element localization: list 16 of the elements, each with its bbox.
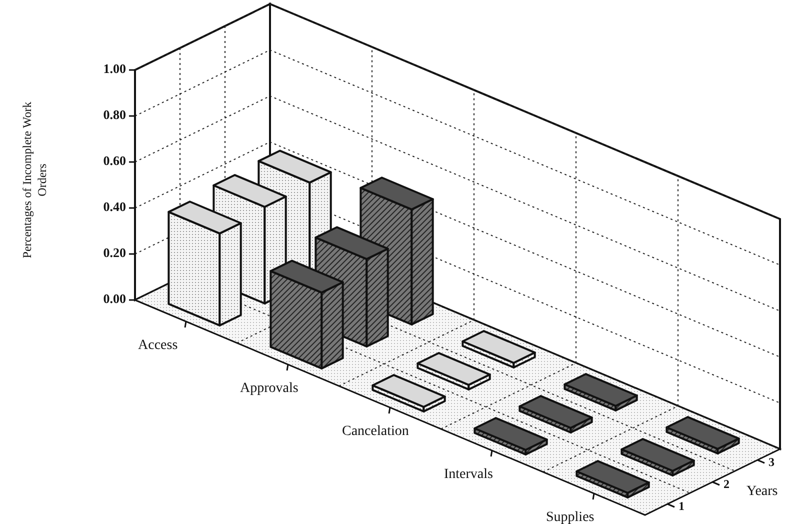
category-label: Intervals — [444, 466, 493, 482]
category-label: Supplies — [546, 510, 594, 524]
y-tick-label: 0.60 — [103, 154, 126, 168]
y-tick-label: 1.00 — [103, 62, 126, 76]
category-label: Access — [138, 338, 178, 353]
year-tick-label: 2 — [724, 478, 730, 492]
axis-title: Years — [746, 484, 778, 500]
category-label: Approvals — [240, 380, 298, 396]
year-tick-label: 3 — [768, 456, 774, 470]
y-tick-label: 0.20 — [103, 246, 126, 260]
category-label: Cancelation — [342, 424, 409, 439]
y-axis-title: Percentages of Incomplete Work Orders — [20, 100, 50, 260]
y-tick-label: 0.40 — [103, 200, 126, 214]
y-tick-label: 0.00 — [103, 292, 126, 306]
year-tick-label: 1 — [678, 500, 684, 514]
y-tick-label: 0.80 — [103, 108, 126, 122]
